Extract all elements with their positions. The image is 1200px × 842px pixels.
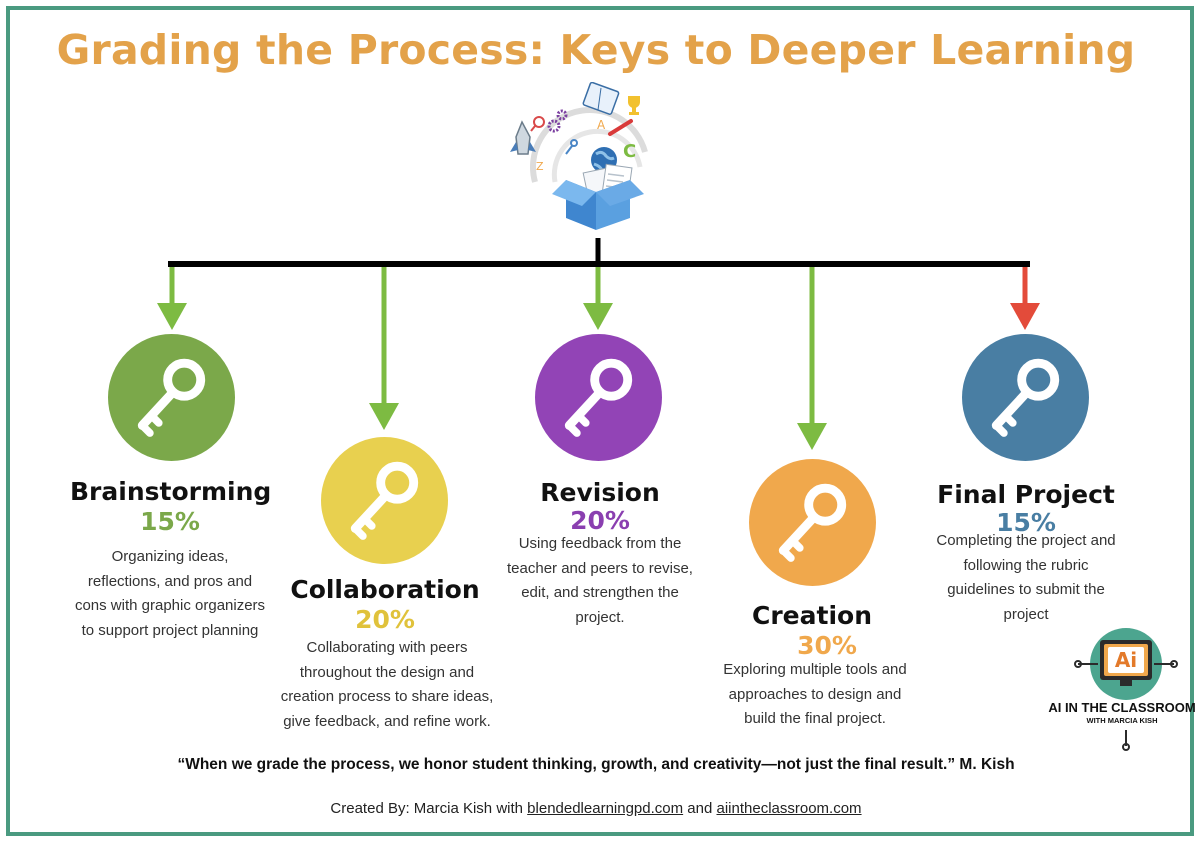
letter-z: Z	[536, 160, 544, 173]
step-percent-collaboration: 20%	[355, 605, 415, 634]
brainstorming-circle	[108, 334, 235, 461]
pencil-icon	[608, 119, 633, 136]
step-name-collaboration: Collaboration	[290, 575, 480, 604]
step-desc-brainstorming: Organizing ideas, reflections, and pros …	[74, 548, 266, 639]
step-name-final-project: Final Project	[937, 480, 1115, 509]
revision-circle	[535, 334, 662, 461]
arc-decoration	[551, 128, 643, 183]
step-percent-creation: 30%	[797, 631, 857, 660]
step-name-creation: Creation	[752, 601, 872, 630]
key-icon	[778, 483, 847, 562]
creation-circle	[749, 459, 876, 586]
logo-subtitle: WITH MARCIA KISH	[1086, 716, 1158, 725]
key-icon	[564, 358, 633, 437]
page-title: Grading the Process: Keys to Deeper Lear…	[56, 26, 1136, 74]
credit-middle: and	[683, 800, 717, 817]
step-percent-final-project: 15%	[996, 508, 1056, 537]
letter-a: A	[597, 118, 606, 132]
step-percent-brainstorming: 15%	[140, 507, 200, 536]
key-icon	[137, 358, 206, 437]
key-icon	[350, 461, 419, 540]
step-desc-revision: Using feedback from the teacher and peer…	[507, 535, 693, 626]
collaboration-circle	[321, 437, 448, 564]
step-name-revision: Revision	[540, 478, 660, 507]
final-project-circle	[962, 334, 1089, 461]
box-icon	[552, 180, 644, 230]
step-percent-revision: 20%	[570, 506, 630, 535]
rocket-icon	[510, 120, 536, 155]
credit-line: Created By: Marcia Kish with blendedlear…	[0, 800, 1192, 817]
ai-classroom-logo: Ai	[1074, 628, 1178, 751]
small-key-icon	[565, 139, 578, 155]
letter-c: C	[623, 141, 636, 162]
link-blendedlearningpd[interactable]: blendedlearningpd.com	[527, 800, 684, 817]
credit-prefix: Created By: Marcia Kish with	[330, 800, 528, 817]
key-icon	[991, 358, 1060, 437]
notebook-icon	[582, 82, 620, 115]
trophy-icon	[628, 96, 640, 115]
step-desc-final-project: Completing the project and following the…	[936, 532, 1116, 623]
gears-icon	[547, 109, 568, 133]
link-aiintheclassroom[interactable]: aiintheclassroom.com	[716, 800, 862, 817]
step-desc-creation: Exploring multiple tools and approaches …	[723, 661, 907, 727]
logo-title: AI IN THE CLASSROOM	[1048, 700, 1196, 715]
magnifier-icon	[530, 116, 545, 132]
open-box-illustration: A C Z	[510, 82, 648, 230]
quote-text: “When we grade the process, we honor stu…	[177, 756, 1015, 773]
arc-decoration	[530, 106, 648, 183]
step-name-brainstorming: Brainstorming	[70, 477, 272, 506]
step-desc-collaboration: Collaborating with peers throughout the …	[280, 639, 494, 730]
logo-mark: Ai	[1115, 648, 1137, 672]
